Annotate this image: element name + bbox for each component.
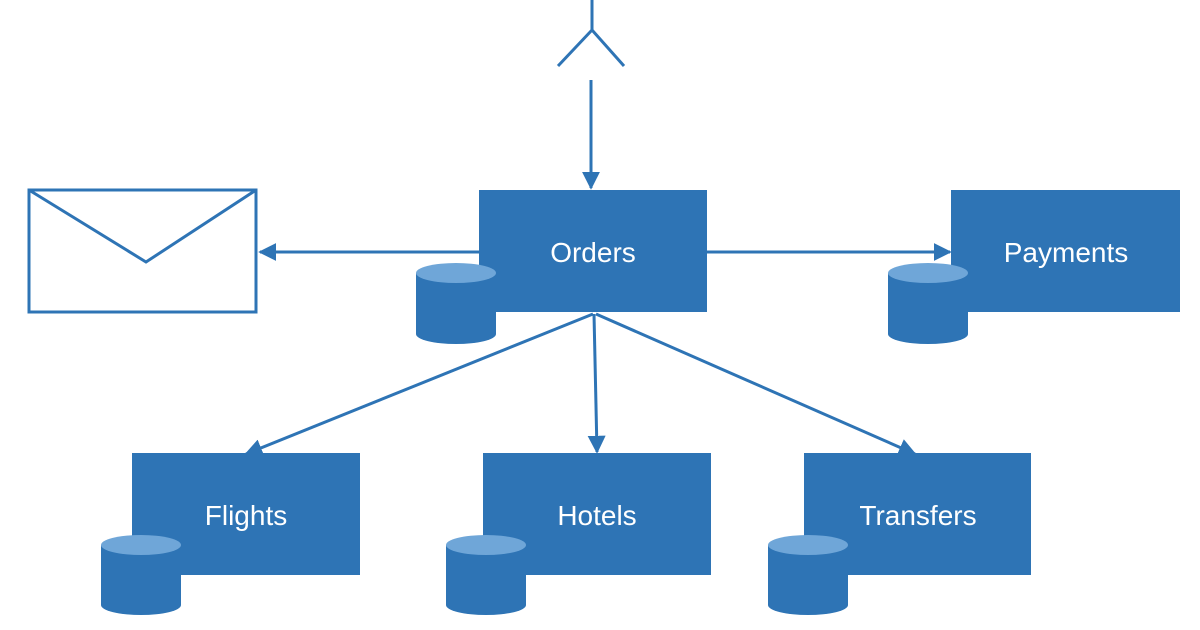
service-orders: Orders — [416, 190, 707, 344]
edges — [244, 80, 952, 457]
service-flights: Flights — [101, 453, 360, 615]
database-icon — [416, 263, 496, 344]
service-hotels: Hotels — [446, 453, 711, 615]
service-transfers: Transfers — [768, 453, 1031, 615]
database-icon — [446, 535, 526, 615]
database-icon — [768, 535, 848, 615]
service-payments-label: Payments — [1004, 237, 1129, 268]
edge-orders-flights — [244, 312, 594, 457]
service-flights-label: Flights — [205, 500, 287, 531]
actor-icon — [556, 0, 626, 68]
service-transfers-label: Transfers — [859, 500, 976, 531]
edge-orders-transfers — [595, 312, 917, 456]
service-orders-label: Orders — [550, 237, 636, 268]
envelope-icon — [27, 188, 258, 314]
service-hotels-label: Hotels — [557, 500, 636, 531]
database-icon — [101, 535, 181, 615]
database-icon — [888, 263, 968, 344]
edge-orders-hotels — [587, 313, 606, 454]
service-payments: Payments — [888, 190, 1180, 344]
